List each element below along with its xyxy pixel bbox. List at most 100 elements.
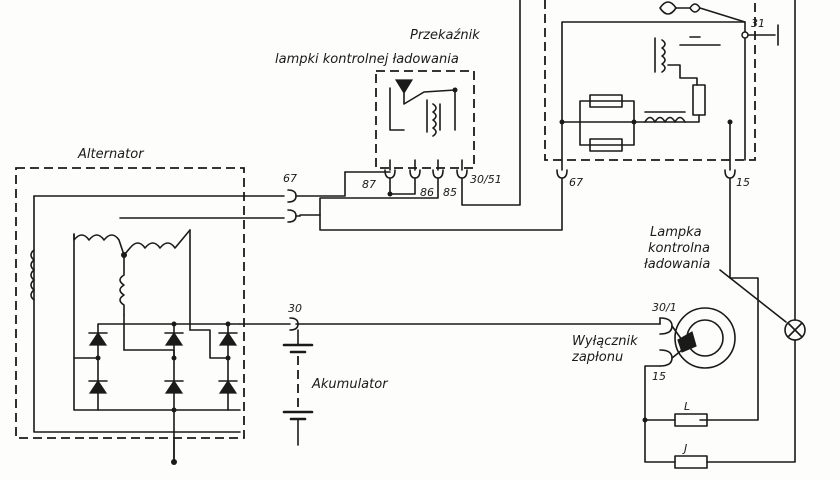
rectifier-node-2 <box>225 321 231 327</box>
regulator-terminal-leads <box>561 121 731 171</box>
ground-31-icon <box>747 24 779 46</box>
charge-lamp-relay <box>299 0 521 216</box>
relay-internal-wiring <box>389 87 456 131</box>
terminal-31: 31 <box>751 17 765 30</box>
stator-winding-c-icon <box>119 254 125 316</box>
battery-label: Akumulator <box>311 377 389 392</box>
phase-to-diode-wires <box>73 329 229 359</box>
lamp-label-line1: Lampka <box>650 225 702 240</box>
diode-icon <box>218 331 238 346</box>
load-J-icon <box>674 455 708 469</box>
switch-terminal-15-icon <box>659 349 673 367</box>
lamp-bulb-icon <box>784 319 806 341</box>
relay-terminal-86-icon <box>409 169 421 179</box>
terminal-30-1: 30/1 <box>652 301 677 314</box>
relay-node-87 <box>387 191 393 197</box>
relay-terminal-30-51-icon <box>456 169 468 179</box>
diode-icon <box>88 331 108 346</box>
terminal-86: 86 <box>420 186 434 199</box>
regulator-node-31 <box>741 31 749 39</box>
relay-title-line2: lampki kontrolnej ładowania <box>275 52 459 67</box>
load-J-label: J <box>682 442 687 455</box>
ignition-switch <box>642 307 796 469</box>
field-winding-icon <box>30 249 35 301</box>
terminal-87: 87 <box>362 178 376 191</box>
switch-15-wires <box>644 365 676 463</box>
alternator-housing <box>15 167 245 439</box>
regulator-choke-icon <box>644 116 686 123</box>
switch-label-line2: zapłonu <box>571 350 623 365</box>
stator-phase-wires <box>73 229 241 411</box>
terminal-67-alternator: 67 <box>283 172 297 185</box>
alternator-field-wires <box>33 195 285 219</box>
terminal-67-regulator: 67 <box>569 176 583 189</box>
relay-terminal-leads <box>389 159 463 171</box>
regulator-frame-wire <box>561 21 746 161</box>
stator-star-point <box>121 252 127 258</box>
terminal-15-switch: 15 <box>652 370 666 383</box>
regulator-coil-lead <box>667 64 698 86</box>
relay-node <box>452 87 458 93</box>
regulator-resistor-upper <box>589 94 623 108</box>
relay-housing <box>375 70 475 169</box>
terminal-30-icon <box>289 317 299 331</box>
relay-30-51-wire <box>461 0 521 206</box>
alternator-terminal-67-icon <box>287 189 297 203</box>
regulator-resistor-vertical <box>692 84 706 116</box>
relay-title-line1: Przekaźnik <box>410 28 480 43</box>
regulator-coil-icon <box>661 39 666 73</box>
stator-winding-b-icon <box>123 229 191 256</box>
alternator-ground-node <box>171 459 177 465</box>
terminal-30-51: 30/51 <box>470 173 502 186</box>
regulator-node-mid <box>631 119 637 125</box>
wire-15-to-switch <box>699 177 759 421</box>
terminal-15-regulator: 15 <box>736 176 750 189</box>
battery <box>239 317 661 446</box>
lamp-cross-icon <box>787 322 803 338</box>
wire-67-to-alternator <box>319 177 563 231</box>
stator-winding-a-icon <box>73 233 125 256</box>
alternator-terminal-d-icon <box>287 209 297 223</box>
regulator-bus-wire <box>561 114 700 123</box>
switch-contacts <box>671 325 683 359</box>
load-L-icon <box>674 413 708 427</box>
switch-node <box>642 417 648 423</box>
regulator-housing <box>544 0 756 161</box>
diode-icon <box>164 379 184 394</box>
alternator-field-return <box>33 195 241 433</box>
rectifier-bus <box>97 323 241 463</box>
relay-terminal-85-icon <box>432 169 444 179</box>
diode-icon <box>218 379 238 394</box>
regulator-terminal-67-icon <box>556 169 568 179</box>
relay-output-wires <box>299 177 439 216</box>
switch-key-icon <box>677 331 697 353</box>
lamp-label-line2: kontrolna <box>648 241 710 256</box>
charge-warning-lamp <box>719 0 806 341</box>
relay-contact-icon <box>394 79 414 95</box>
lamp-leader-line <box>719 269 787 323</box>
load-L-label: L <box>684 400 690 413</box>
lamp-label-line3: ładowania <box>644 257 710 272</box>
regulator-contact-icon <box>659 1 677 15</box>
rectifier-node-1 <box>171 321 177 327</box>
switch-terminal-30-1-icon <box>659 317 673 335</box>
wire-67-alternator <box>295 171 346 197</box>
voltage-regulator <box>319 0 779 421</box>
regulator-contact-wires <box>675 3 746 23</box>
regulator-armature-icon <box>679 36 721 46</box>
regulator-terminal-15-icon <box>724 169 736 179</box>
wire-J-to-lamp <box>706 339 796 463</box>
alternator-label: Alternator <box>77 147 145 162</box>
regulator-node-left <box>559 119 565 125</box>
diode-icon <box>88 379 108 394</box>
relay-coil-icon <box>432 103 437 137</box>
terminal-30-battery: 30 <box>288 302 302 315</box>
terminal-85: 85 <box>443 186 457 199</box>
diode-icon <box>164 331 184 346</box>
regulator-resistor-lower <box>589 138 623 152</box>
alternator <box>15 167 346 465</box>
switch-body-outer <box>674 307 736 369</box>
switch-label-line1: Wyłącznik <box>572 334 638 349</box>
rectifier-node-3 <box>171 407 177 413</box>
